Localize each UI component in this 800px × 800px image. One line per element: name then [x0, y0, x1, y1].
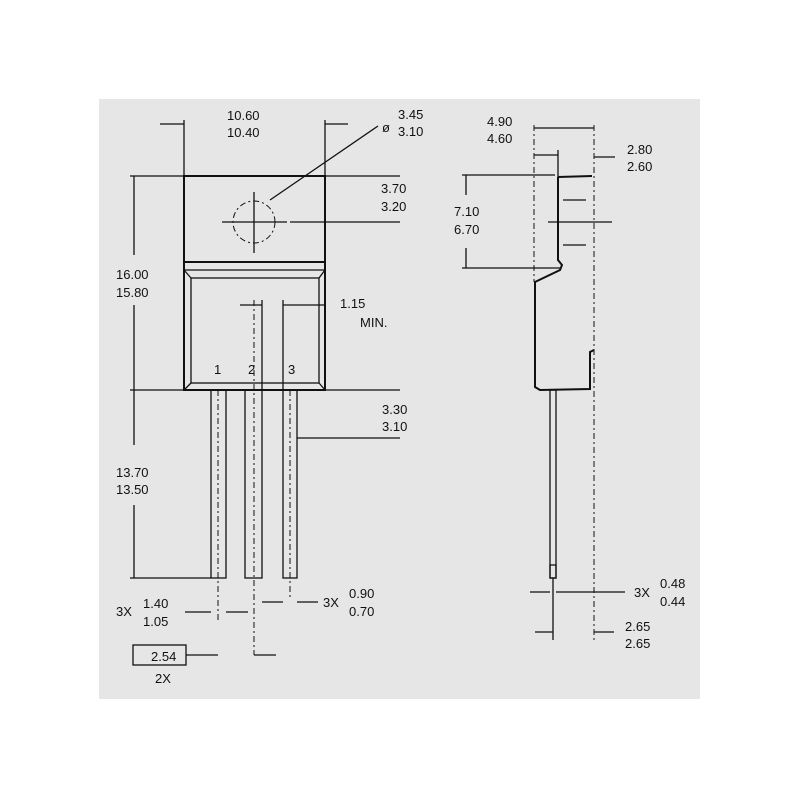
lead-thick-count: 3X: [323, 595, 339, 610]
pin-label-3: 3: [288, 362, 295, 377]
height-max: 16.00: [116, 267, 149, 282]
thickness-min: 4.60: [487, 131, 512, 146]
hole-pos-min: 3.20: [381, 199, 406, 214]
shoulder-max: 3.30: [382, 402, 407, 417]
body-inner: [190, 277, 320, 384]
front-view: 10.60 10.40 ø 3.45 3.10 3.70 3.20 16.00 …: [116, 107, 423, 686]
pitch-box: [132, 644, 187, 666]
side-view: 4.90 4.60 2.80 2.60 7.10 6.70 3X 0.48 0.…: [454, 114, 685, 651]
height-min: 15.80: [116, 285, 149, 300]
shoulder-min: 3.10: [382, 419, 407, 434]
lead-thick-max: 0.90: [349, 586, 374, 601]
tab-height-min: 6.70: [454, 222, 479, 237]
drawing-panel: [99, 99, 700, 699]
side-lead: [549, 389, 557, 579]
lead-thick-min: 0.70: [349, 604, 374, 619]
diameter-symbol: ø: [382, 120, 390, 135]
width-min: 10.40: [227, 125, 260, 140]
tab-thickness-min: 2.60: [627, 159, 652, 174]
tab-height-max: 7.10: [454, 204, 479, 219]
lead-length-max: 13.70: [116, 465, 149, 480]
hole-max: 3.45: [398, 107, 423, 122]
hole-pos-max: 3.70: [381, 181, 406, 196]
gap-value: 1.15: [340, 296, 365, 311]
lead-width-max: 1.40: [143, 596, 168, 611]
pin-label-2: 2: [248, 362, 255, 377]
lead-width-count: 3X: [116, 604, 132, 619]
offset-min: 2.65: [625, 636, 650, 651]
side-lead-count: 3X: [634, 585, 650, 600]
hole-min: 3.10: [398, 124, 423, 139]
lead-width-min: 1.05: [143, 614, 168, 629]
pin-label-1: 1: [214, 362, 221, 377]
offset-max: 2.65: [625, 619, 650, 634]
side-outline: [534, 175, 595, 392]
pitch-value: 2.54: [151, 649, 176, 664]
side-lead-max: 0.48: [660, 576, 685, 591]
lead-length-min: 13.50: [116, 482, 149, 497]
tab-thickness-max: 2.80: [627, 142, 652, 157]
thickness-max: 4.90: [487, 114, 512, 129]
gap-note: MIN.: [360, 315, 387, 330]
width-max: 10.60: [227, 108, 260, 123]
pitch-count: 2X: [155, 671, 171, 686]
side-lead-min: 0.44: [660, 594, 685, 609]
